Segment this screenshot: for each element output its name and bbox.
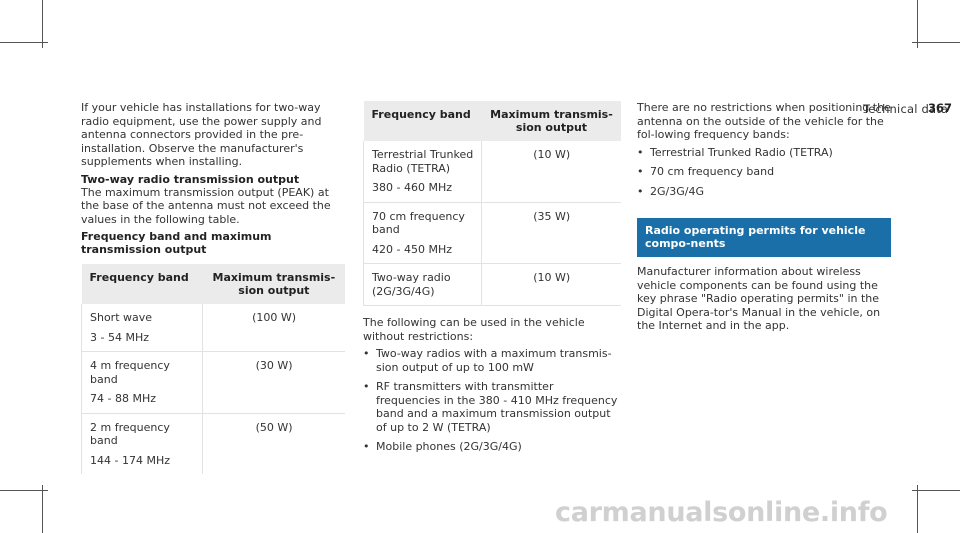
table-cell-output: (10 W) (481, 141, 621, 203)
band-range: 380 - 460 MHz (372, 181, 452, 194)
table-cell-output: (50 W) (202, 413, 345, 474)
band-name: Terrestrial Trunked Radio (TETRA) (372, 148, 474, 175)
table-cell-output: (10 W) (481, 263, 621, 306)
permits-paragraph: Manufacturer information about wireless … (637, 265, 881, 332)
table-header-row: Frequency band Maximum transmis-sion out… (81, 264, 345, 304)
table-row: 2 m frequency band 144 - 174 MHz (50 W) (80, 413, 345, 474)
band-range: 74 - 88 MHz (90, 392, 156, 405)
crop-mark (917, 485, 918, 533)
band-name: 2 m frequency band (90, 420, 170, 448)
table-cell-band: Two-way radio (2G/3G/4G) (362, 263, 482, 306)
watermark-text: carmanualsonline.info (555, 497, 888, 528)
heading-two-way-output: Two-way radio transmission output (81, 172, 300, 186)
table-row: 70 cm frequency band 420 - 450 MHz (35 W… (362, 202, 621, 264)
crop-mark (42, 0, 43, 48)
band-range: 420 - 450 MHz (372, 242, 452, 256)
unrestricted-list: Two-way radios with a maximum transmis-s… (363, 347, 621, 454)
band-range: 144 - 174 MHz (90, 453, 170, 467)
column-1: If your vehicle has installations for tw… (80, 101, 345, 474)
table-cell-band: 70 cm frequency band 420 - 450 MHz (362, 202, 482, 264)
band-range: 3 - 54 MHz (90, 330, 149, 344)
list-item: 2G/3G/4G (637, 185, 891, 199)
table-header-band: Frequency band (81, 264, 203, 304)
column-3: There are no restrictions when positioni… (637, 101, 891, 337)
antenna-band-list: Terrestrial Trunked Radio (TETRA) 70 cm … (637, 146, 891, 199)
section-heading-radio-permits: Radio operating permits for vehicle comp… (637, 218, 891, 257)
frequency-table-2: Frequency band Maximum transmis-sion out… (362, 101, 621, 306)
heading-frequency-table: Frequency band and maximum transmission … (81, 230, 272, 256)
table-cell-output: (30 W) (202, 351, 345, 414)
table-row: Terrestrial Trunked Radio (TETRA) 380 - … (362, 141, 621, 203)
band-name: Two-way radio (2G/3G/4G) (372, 271, 451, 298)
list-item: 70 cm frequency band (637, 165, 891, 179)
table-row: 4 m frequency band 74 - 88 MHz (30 W) (80, 351, 345, 414)
table-header-output: Maximum transmis-sion output (481, 101, 621, 141)
crop-mark (912, 490, 960, 491)
table-row: Two-way radio (2G/3G/4G) (10 W) (362, 263, 621, 306)
crop-mark (0, 42, 48, 43)
band-name: 70 cm frequency band (372, 209, 465, 237)
output-paragraph: The maximum transmission output (PEAK) a… (81, 185, 331, 226)
table-cell-band: Short wave 3 - 54 MHz (80, 304, 203, 352)
table-row: Short wave 3 - 54 MHz (100 W) (80, 304, 345, 352)
list-item: Terrestrial Trunked Radio (TETRA) (637, 146, 891, 160)
list-item: Two-way radios with a maximum transmis-s… (363, 347, 621, 374)
table-cell-band: Terrestrial Trunked Radio (TETRA) 380 - … (362, 141, 482, 203)
intro-paragraph: If your vehicle has installations for tw… (81, 101, 322, 168)
table-cell-output: (35 W) (481, 202, 621, 264)
table-header-output: Maximum transmis-sion output (202, 264, 345, 304)
table-cell-band: 2 m frequency band 144 - 174 MHz (80, 413, 203, 474)
list-item: Mobile phones (2G/3G/4G) (363, 440, 621, 454)
section-title: Technical data (863, 102, 949, 116)
band-name: 4 m frequency band (90, 359, 170, 386)
table-header-row: Frequency band Maximum transmis-sion out… (363, 101, 621, 141)
column-2: Frequency band Maximum transmis-sion out… (362, 101, 621, 460)
frequency-table-1: Frequency band Maximum transmis-sion out… (80, 264, 345, 474)
crop-mark (0, 490, 48, 491)
table-cell-band: 4 m frequency band 74 - 88 MHz (80, 351, 203, 414)
crop-mark (912, 42, 960, 43)
antenna-paragraph: There are no restrictions when positioni… (637, 101, 891, 141)
unrestricted-paragraph: The following can be used in the vehicle… (363, 316, 585, 343)
table-cell-output: (100 W) (202, 304, 345, 352)
list-item: RF transmitters with transmitter frequen… (363, 380, 621, 434)
table-header-band: Frequency band (363, 101, 482, 141)
crop-mark (917, 0, 918, 48)
page-number: 367 (928, 101, 953, 115)
band-name: Short wave (90, 311, 153, 324)
crop-mark (42, 485, 43, 533)
